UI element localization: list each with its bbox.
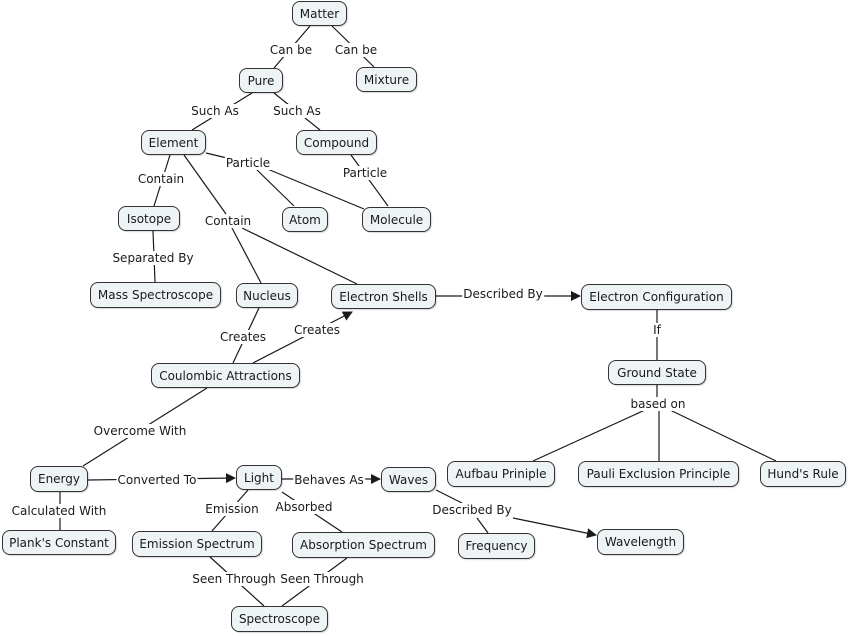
link-element-contain — [183, 154, 227, 215]
node-mass-spectroscope[interactable]: Mass Spectroscope — [90, 282, 221, 308]
node-molecule[interactable]: Molecule — [362, 207, 431, 232]
link-label: Can be — [333, 43, 379, 57]
link-label: Calculated With — [10, 504, 108, 518]
link-label: Contain — [203, 214, 253, 228]
link-label: Described By — [431, 503, 513, 517]
node-coulombic-attractions[interactable]: Coulombic Attractions — [151, 363, 300, 388]
node-energy[interactable]: Energy — [30, 466, 88, 492]
link-label: Particle — [224, 156, 272, 170]
link-label: Such As — [272, 104, 322, 118]
node-pauli-exclusion-principle[interactable]: Pauli Exclusion Principle — [578, 461, 739, 487]
node-element[interactable]: Element — [141, 130, 206, 155]
link-label: Described By — [462, 287, 544, 301]
link-waves-describedby — [435, 489, 463, 504]
node-compound[interactable]: Compound — [296, 130, 377, 155]
link-label: Creates — [218, 330, 268, 344]
node-electron-configuration[interactable]: Electron Configuration — [581, 284, 732, 310]
node-electron-shells[interactable]: Electron Shells — [331, 284, 436, 309]
link-label: Emission — [204, 502, 260, 516]
node-mixture[interactable]: Mixture — [356, 67, 417, 92]
node-nucleus[interactable]: Nucleus — [236, 283, 298, 308]
node-pure[interactable]: Pure — [239, 68, 283, 93]
node-aufbau-principle[interactable]: Aufbau Priniple — [447, 461, 555, 487]
link-label: If — [652, 323, 662, 337]
link-label: Overcome With — [92, 424, 188, 438]
link-describedby-frequency — [476, 517, 489, 534]
node-ground-state[interactable]: Ground State — [608, 360, 706, 385]
node-frequency[interactable]: Frequency — [458, 533, 535, 559]
link-label: Creates — [292, 323, 342, 337]
node-light[interactable]: Light — [236, 465, 282, 490]
link-label: Absorbed — [274, 500, 334, 514]
link-label: Can be — [268, 43, 314, 57]
link-basedon-aufbau — [532, 409, 646, 462]
link-label: Converted To — [116, 473, 198, 487]
node-emission-spectrum[interactable]: Emission Spectrum — [132, 531, 262, 557]
node-hunds-rule[interactable]: Hund's Rule — [760, 461, 846, 487]
link-particle-molecule — [264, 167, 365, 210]
link-contain-nucleus — [231, 227, 262, 284]
node-atom[interactable]: Atom — [282, 207, 328, 232]
link-label: Such As — [190, 104, 240, 118]
link-label: Behaves As — [293, 473, 365, 487]
link-label: Particle — [341, 166, 389, 180]
link-describedby-wavelength — [512, 517, 597, 539]
link-coulombic-shells — [252, 311, 353, 364]
node-matter[interactable]: Matter — [292, 1, 347, 26]
node-planks-constant[interactable]: Plank's Constant — [2, 530, 116, 555]
link-label: based on — [629, 397, 687, 411]
link-label: Seen Through — [191, 572, 277, 586]
node-waves[interactable]: Waves — [381, 467, 436, 492]
node-absorption-spectrum[interactable]: Absorption Spectrum — [292, 532, 435, 558]
link-basedon-hund — [669, 409, 777, 462]
node-spectroscope[interactable]: Spectroscope — [231, 606, 328, 632]
node-isotope[interactable]: Isotope — [118, 206, 180, 231]
link-particle-atom — [254, 167, 295, 207]
link-label: Seen Through — [279, 572, 365, 586]
link-label: Contain — [136, 172, 186, 186]
link-label: Separated By — [111, 251, 195, 265]
link-contain-shells — [241, 227, 358, 285]
link-compound-molecule — [350, 154, 389, 207]
node-wavelength[interactable]: Wavelength — [597, 529, 684, 555]
